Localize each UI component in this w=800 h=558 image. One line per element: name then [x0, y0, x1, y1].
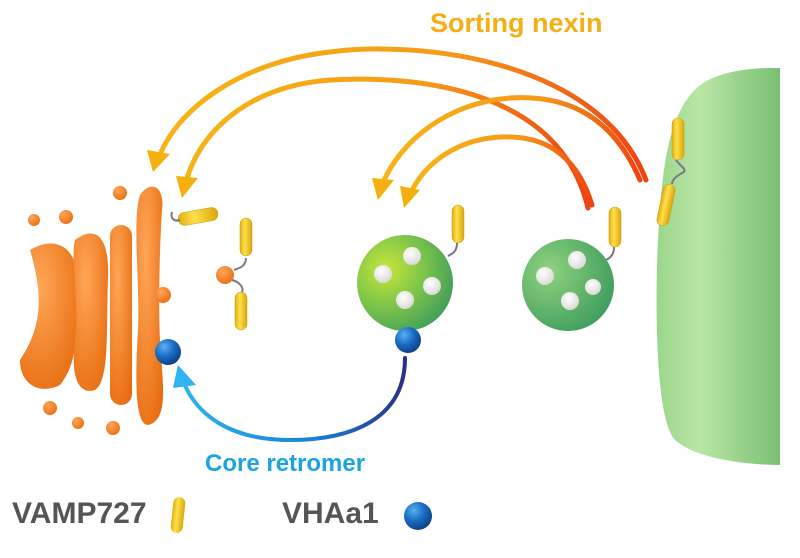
arrowhead-icon [176, 176, 198, 198]
arrowhead-icon [372, 178, 394, 200]
arrowhead-icon [147, 150, 170, 172]
vesicle-cargo-spots [374, 247, 601, 310]
vhaa1-vesicle [395, 327, 421, 353]
legend-vamp727-label: VAMP727 [12, 497, 147, 530]
sn-arrow-vacuole-to-golgi-inner [183, 76, 591, 211]
sn-arrow-pvc-to-pvc-outer [379, 95, 643, 188]
sn-arrowheads [147, 150, 420, 208]
vamp727-golgi [177, 207, 219, 226]
sn-arrow-vacuole-to-golgi-outer [155, 46, 649, 183]
vacuole [656, 68, 780, 465]
vhaa1-golgi [155, 339, 181, 365]
core-retromer-label: Core retromer [205, 450, 366, 477]
arrowhead-icon [400, 186, 420, 208]
vamp727-vesicle-1 [451, 204, 465, 244]
sorting-nexin-arrows [155, 46, 649, 211]
legend-vhaa1-label: VHAa1 [282, 497, 379, 530]
pvc-vesicle-yellow-green [357, 235, 453, 331]
vamp727-free-top [239, 217, 253, 257]
golgi [20, 186, 234, 435]
arrowhead-icon [173, 365, 196, 388]
vamp727-vacuole-bottom [656, 184, 676, 226]
vamp727-vesicle-2 [608, 206, 622, 248]
pvc-vesicle-green [522, 239, 614, 331]
core-retromer-arrow [180, 356, 407, 443]
vamp727-free-bottom [234, 291, 248, 331]
vamp727-cylinders [177, 117, 685, 331]
legend-vamp727-icon [170, 497, 186, 533]
linkers [170, 159, 686, 293]
vamp727-vacuole-top [671, 117, 685, 161]
legend-vhaa1-icon [404, 502, 432, 530]
sn-arrow-pvc-to-pvc-inner [407, 134, 595, 208]
sorting-nexin-label: Sorting nexin [430, 8, 603, 38]
